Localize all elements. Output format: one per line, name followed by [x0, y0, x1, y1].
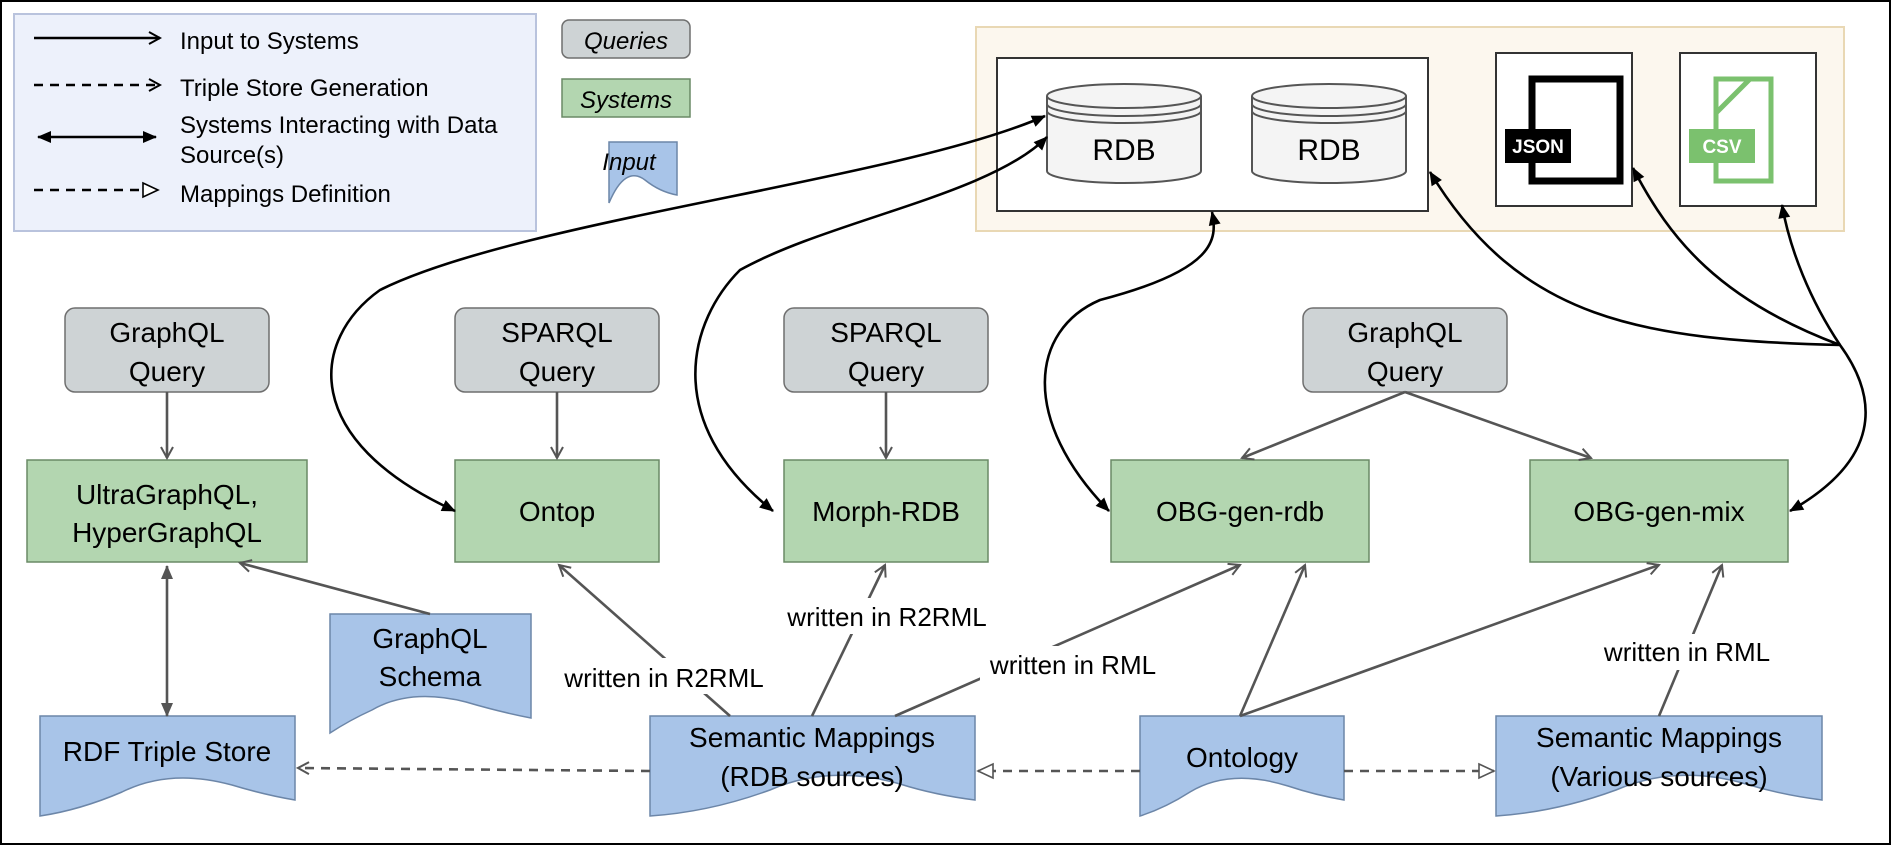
query-sparql-2-line2: Query	[848, 356, 924, 387]
input-graphql-schema: GraphQL Schema	[329, 613, 532, 735]
system-ontop-label: Ontop	[519, 496, 595, 527]
edge-labels: written in R2RML written in R2RML writte…	[553, 598, 1780, 694]
input-semantic-mappings-rdb-line2: (RDB sources)	[720, 761, 904, 792]
query-graphql-1: GraphQL Query	[64, 307, 270, 393]
query-graphql-1-line1: GraphQL	[109, 317, 224, 348]
query-graphql-2-line1: GraphQL	[1347, 317, 1462, 348]
input-semantic-mappings-various-line1: Semantic Mappings	[1536, 722, 1782, 753]
query-sparql-2-line1: SPARQL	[830, 317, 942, 348]
query-graphql-2-line2: Query	[1367, 356, 1443, 387]
legend-label-interacting-2: Source(s)	[180, 142, 284, 169]
input-semantic-mappings-various-line2: (Various sources)	[1550, 761, 1767, 792]
query-graphql-2: GraphQL Query	[1302, 307, 1508, 393]
input-rdf-triple-store-label: RDF Triple Store	[63, 736, 272, 767]
key-systems-label: Systems	[580, 87, 672, 114]
edge-label-rml-mix: written in RML	[1603, 637, 1770, 667]
edge-label-rml-rdb: written in RML	[989, 650, 1156, 680]
csv-label: CSV	[1702, 137, 1741, 158]
data-sources-panel: RDB RDB JSON CSV	[975, 26, 1845, 232]
query-graphql-1-line2: Query	[129, 356, 205, 387]
input-ontology: Ontology	[1139, 715, 1345, 818]
input-graphql-schema-line2: Schema	[379, 661, 482, 692]
system-ultragraphql-line2: HyperGraphQL	[72, 517, 262, 548]
input-semantic-mappings-rdb-line1: Semantic Mappings	[689, 722, 935, 753]
legend-label-mappings: Mappings Definition	[180, 181, 391, 208]
input-semantic-mappings-rdb: Semantic Mappings (RDB sources)	[649, 715, 976, 817]
query-sparql-2: SPARQL Query	[783, 307, 989, 393]
json-label: JSON	[1512, 137, 1564, 158]
system-obg-gen-rdb-label: OBG-gen-rdb	[1156, 496, 1324, 527]
edge-label-r2rml-ontop: written in R2RML	[563, 663, 763, 693]
system-morph-rdb-label: Morph-RDB	[812, 496, 960, 527]
key-queries-label: Queries	[584, 28, 668, 55]
system-obg-gen-mix-label: OBG-gen-mix	[1573, 496, 1744, 527]
input-rdf-triple-store: RDF Triple Store	[39, 715, 296, 817]
system-obg-gen-mix: OBG-gen-mix	[1529, 459, 1789, 563]
edge-label-r2rml-morph: written in R2RML	[786, 602, 986, 632]
key-queries-box	[561, 19, 691, 59]
query-sparql-1: SPARQL Query	[454, 307, 660, 393]
rdb-label-2: RDB	[1297, 134, 1360, 167]
csv-file-icon: CSV	[1689, 76, 1774, 184]
system-ultragraphql-line1: UltraGraphQL,	[76, 479, 258, 510]
key-systems-box	[561, 78, 691, 118]
input-ontology-label: Ontology	[1186, 742, 1298, 773]
query-sparql-1-line1: SPARQL	[501, 317, 613, 348]
legend-label-interacting: Systems Interacting with Data	[180, 112, 498, 139]
dashed-edges	[298, 768, 1496, 780]
system-obg-gen-rdb: OBG-gen-rdb	[1110, 459, 1370, 563]
rdb-cylinder-1: RDB	[1046, 83, 1202, 184]
query-sparql-1-line2: Query	[519, 356, 595, 387]
system-ultragraphql: UltraGraphQL, HyperGraphQL	[26, 459, 308, 563]
system-morph-rdb: Morph-RDB	[783, 459, 989, 563]
rdb-cylinder-2: RDB	[1251, 83, 1407, 184]
input-graphql-schema-line1: GraphQL	[372, 623, 487, 654]
data-source-edges	[330, 114, 1867, 513]
key-input-label: Input	[602, 149, 657, 176]
system-ontop: Ontop	[454, 459, 660, 563]
legend-label-triple-store: Triple Store Generation	[180, 75, 429, 102]
input-semantic-mappings-various: Semantic Mappings (Various sources)	[1495, 715, 1823, 817]
legend: Input to Systems Triple Store Generation…	[13, 13, 537, 232]
legend-label-input: Input to Systems	[180, 28, 359, 55]
rdb-label-1: RDB	[1092, 134, 1155, 167]
